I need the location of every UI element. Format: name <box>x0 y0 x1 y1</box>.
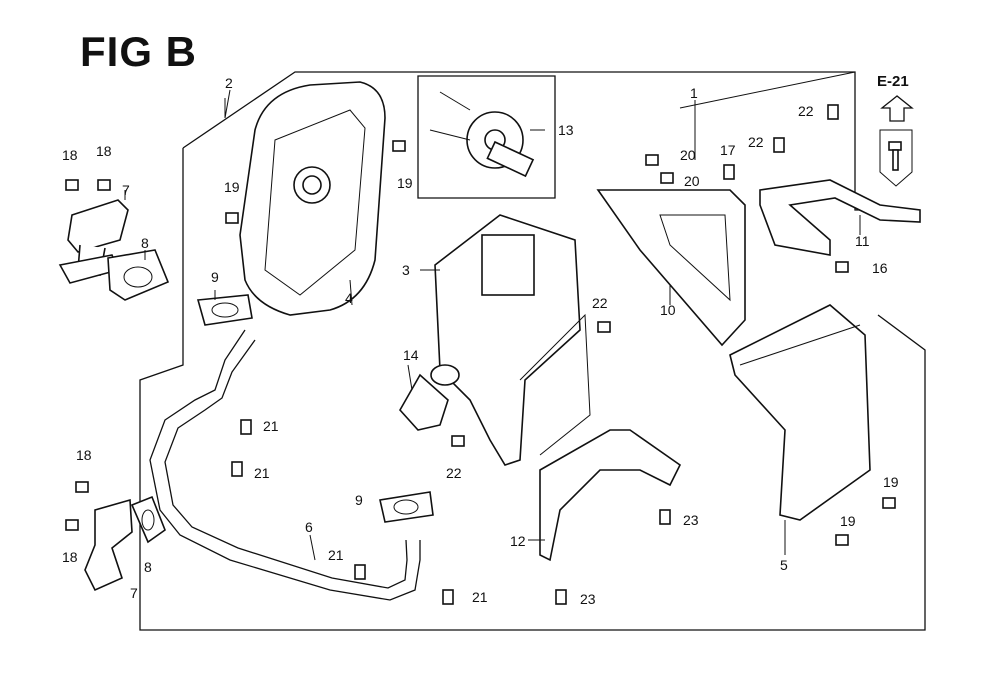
callout-20-b: 20 <box>684 173 700 189</box>
callout-23-a: 23 <box>683 512 699 528</box>
callout-21-c: 21 <box>328 547 344 563</box>
part-9-gasket <box>196 294 434 523</box>
section-reference: E-21 <box>877 73 909 90</box>
callout-23-b: 23 <box>580 591 596 607</box>
callout-18-b: 18 <box>96 143 112 159</box>
part-4-cover <box>239 81 386 316</box>
part-6-exhaust-pipe <box>149 329 421 601</box>
callout-20-a: 20 <box>680 147 696 163</box>
callout-9-upper: 9 <box>211 269 219 285</box>
leader-lines <box>124 89 861 561</box>
callout-7-upper: 7 <box>122 182 130 198</box>
callout-3: 3 <box>402 262 410 278</box>
callout-17: 17 <box>720 142 736 158</box>
part-8-gasket-upper <box>107 249 170 301</box>
callout-8-upper: 8 <box>141 235 149 251</box>
callout-5: 5 <box>780 557 788 573</box>
callout-7-lower: 7 <box>130 585 138 601</box>
up-arrow-icon <box>880 95 914 122</box>
callout-13: 13 <box>558 122 574 138</box>
callout-22-a: 22 <box>798 103 814 119</box>
figure-title: FIG B <box>80 28 197 75</box>
part-14-clamp <box>399 373 449 431</box>
bolts <box>65 104 896 605</box>
part-7-flange-lower <box>84 498 133 592</box>
callout-19-c: 19 <box>883 474 899 490</box>
callout-22-d: 22 <box>446 465 462 481</box>
part-5-protector <box>729 304 871 521</box>
callout-labels: 1 2 3 4 5 6 7 7 8 8 9 9 10 11 12 13 14 1… <box>62 75 899 607</box>
callout-21-d: 21 <box>472 589 488 605</box>
callout-18-d: 18 <box>62 549 78 565</box>
callout-19-b: 19 <box>397 175 413 191</box>
part-13-detail-box <box>417 75 556 199</box>
bolt-icon <box>879 129 913 187</box>
callout-4: 4 <box>345 290 353 306</box>
callout-16: 16 <box>872 260 888 276</box>
callout-12: 12 <box>510 533 526 549</box>
part-7-flange-upper <box>58 199 129 284</box>
part-12-bracket <box>539 429 682 562</box>
part-10-bracket <box>596 189 746 347</box>
callout-1: 1 <box>690 85 698 101</box>
callout-18-c: 18 <box>76 447 92 463</box>
part-11-bracket <box>759 179 921 256</box>
callout-9-lower: 9 <box>355 492 363 508</box>
callout-18-a: 18 <box>62 147 78 163</box>
callout-8-lower: 8 <box>144 559 152 575</box>
callout-14: 14 <box>403 347 419 363</box>
callout-22-b: 22 <box>748 134 764 150</box>
callout-21-b: 21 <box>254 465 270 481</box>
callout-2: 2 <box>225 75 233 91</box>
callout-19-a: 19 <box>224 179 240 195</box>
part-3-muffler <box>430 214 591 466</box>
callout-21-a: 21 <box>263 418 279 434</box>
callout-10: 10 <box>660 302 676 318</box>
callout-11: 11 <box>855 233 870 249</box>
part-8-gasket-lower <box>130 495 166 544</box>
callout-6: 6 <box>305 519 313 535</box>
callout-22-c: 22 <box>592 295 608 311</box>
callout-19-d: 19 <box>840 513 856 529</box>
